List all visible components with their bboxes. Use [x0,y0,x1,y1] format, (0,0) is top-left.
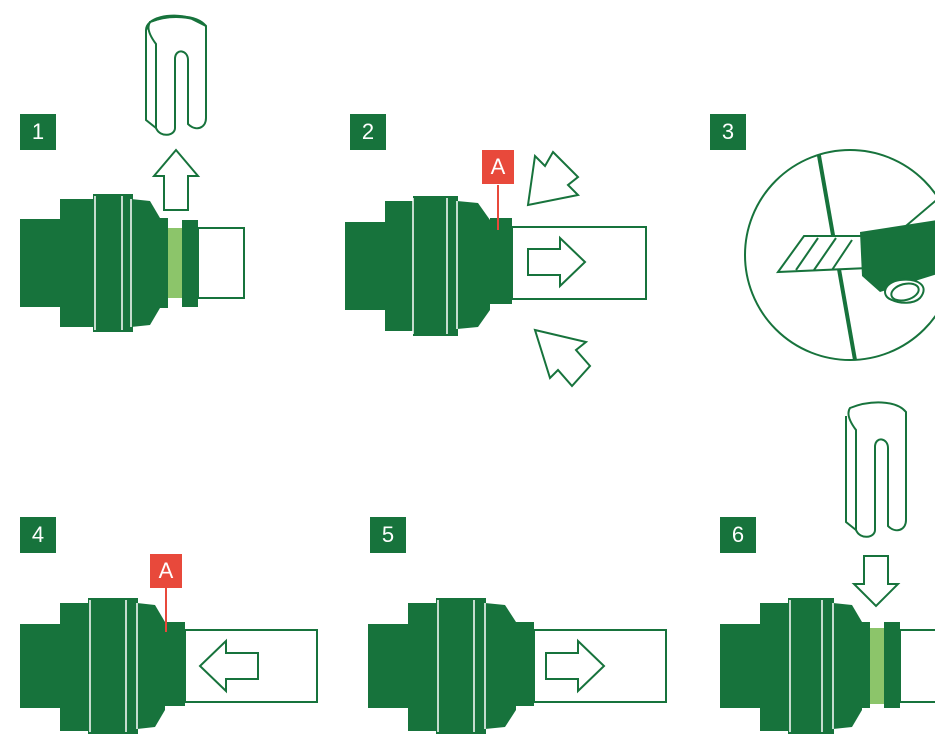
fitting-body [345,196,512,336]
clip-icon [145,14,207,136]
arrow-right-icon [545,638,606,694]
fitting-body [20,598,185,734]
step-number-badge: 2 [350,114,386,150]
step-number-badge: 4 [20,517,56,553]
step-4-illustration [20,588,318,734]
part-label-a: A [482,150,514,184]
pipe [197,227,245,299]
step-5-illustration [368,598,667,734]
fitting-body [368,598,534,734]
pipe [899,629,935,703]
step-1-illustration [20,14,245,332]
collet-ring [870,628,884,704]
step-number-badge: 3 [710,114,746,150]
arrow-up-icon [151,148,201,211]
step-number-badge: 6 [720,517,756,553]
step-number-badge: 5 [370,517,406,553]
part-label-a: A [150,554,182,588]
fitting-body [720,598,870,734]
step-6-illustration [720,401,935,734]
step-2-illustration [345,150,647,388]
arrow-down-icon [851,555,901,608]
collet-ring [168,228,182,298]
fitting-body [20,194,168,332]
step-number-badge: 1 [20,114,56,150]
step-3-illustration [744,149,935,361]
arrow-up-left-icon [533,328,592,388]
arrow-right-icon [527,235,587,289]
clip-icon [845,401,907,538]
arrow-left-icon [198,638,259,694]
arrow-down-left-icon [526,150,581,207]
cutter-handle [860,218,935,292]
